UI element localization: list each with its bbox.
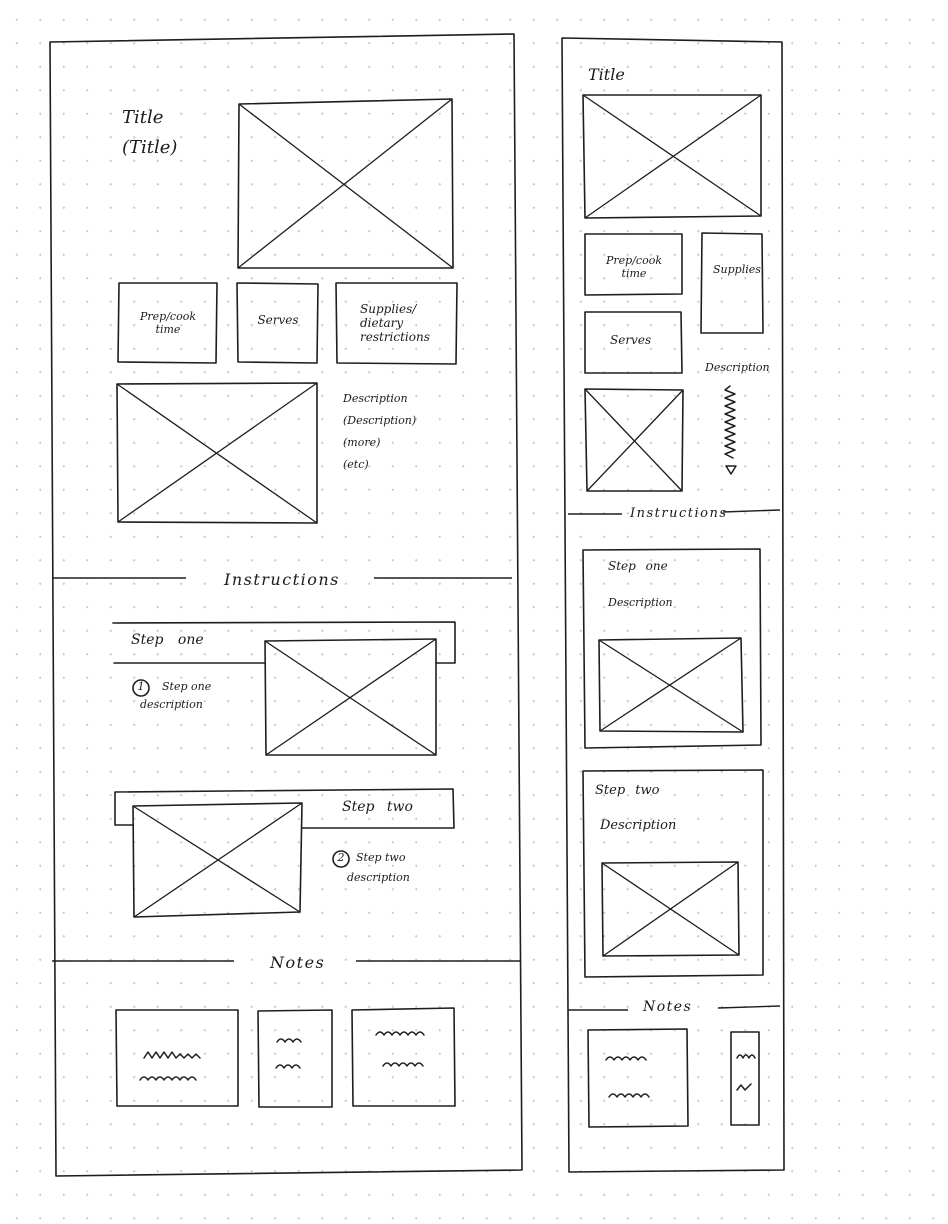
mobile-step-two-label: Step two xyxy=(595,783,660,798)
desktop-step-one-desc-line2: description xyxy=(140,698,203,711)
mobile-serves-card xyxy=(584,311,683,374)
mobile-supplies-card xyxy=(700,232,764,334)
mobile-description-label: Description xyxy=(705,361,770,374)
mobile-description-image-placeholder xyxy=(584,388,684,492)
mobile-hero-image-placeholder xyxy=(582,94,762,219)
desktop-instructions-heading: Instructions xyxy=(224,570,340,589)
desktop-step-one-bar xyxy=(112,621,456,664)
desktop-step-two-desc-line2: description xyxy=(347,871,410,884)
mobile-instructions-heading: Instructions xyxy=(630,506,728,521)
desktop-step-one-number-circle xyxy=(132,679,150,697)
mobile-step-two-card xyxy=(582,769,764,978)
desktop-step-two-number: 2 xyxy=(337,851,345,864)
desktop-note-card-1 xyxy=(115,1009,239,1107)
desktop-step-two-image-placeholder xyxy=(132,802,303,918)
mobile-step-one-image-placeholder xyxy=(598,637,744,733)
mobile-note-card-1 xyxy=(587,1028,689,1128)
desktop-title-placeholder: (Title) xyxy=(122,137,178,158)
desktop-step-one-number: 1 xyxy=(137,680,145,693)
mobile-step-two-image-placeholder xyxy=(601,861,740,957)
desktop-step-two-label: Step two xyxy=(342,799,413,815)
desktop-supplies-card xyxy=(335,282,458,365)
mobile-description-scroll-arrow xyxy=(725,465,737,475)
desktop-note-card-3 xyxy=(351,1007,456,1107)
desktop-serves-label: Serves xyxy=(257,313,299,327)
desktop-serves-card xyxy=(236,282,319,364)
mobile-note-card-2 xyxy=(730,1031,760,1126)
mobile-notes-rule-right xyxy=(717,1005,781,1009)
mobile-supplies-label: Supplies xyxy=(713,263,761,276)
desktop-step-two-bar xyxy=(114,788,455,829)
desktop-step-two-number-circle xyxy=(332,850,350,868)
desktop-step-two-desc-line1: Step two xyxy=(356,851,406,864)
desktop-step-one-image-placeholder xyxy=(264,638,437,756)
desktop-frame xyxy=(49,33,523,1177)
desktop-note-card-2 xyxy=(257,1009,333,1108)
mobile-serves-label: Serves xyxy=(610,333,652,347)
mobile-frame xyxy=(561,37,785,1173)
desktop-description-text: Description(Description)(more)(etc) xyxy=(343,392,417,471)
desktop-hero-image-placeholder xyxy=(237,98,454,269)
desktop-prep-cook-card xyxy=(117,282,218,364)
desktop-title: Title xyxy=(122,107,164,128)
mobile-title: Title xyxy=(588,65,625,84)
mobile-instructions-rule-right xyxy=(722,509,781,513)
desktop-step-one-label: Step one xyxy=(131,632,204,648)
mobile-prep-cook-card xyxy=(584,233,683,296)
mobile-step-one-description: Description xyxy=(608,596,673,609)
mobile-step-two-description: Description xyxy=(600,818,677,833)
desktop-step-one-desc-line1: Step one xyxy=(162,680,212,693)
mobile-description-scribble xyxy=(724,385,736,459)
mobile-step-one-card xyxy=(582,548,762,749)
mobile-notes-heading: Notes xyxy=(643,999,693,1015)
mobile-step-one-label: Step one xyxy=(608,559,668,573)
desktop-description-image-placeholder xyxy=(116,382,318,524)
desktop-notes-heading: Notes xyxy=(270,953,326,972)
